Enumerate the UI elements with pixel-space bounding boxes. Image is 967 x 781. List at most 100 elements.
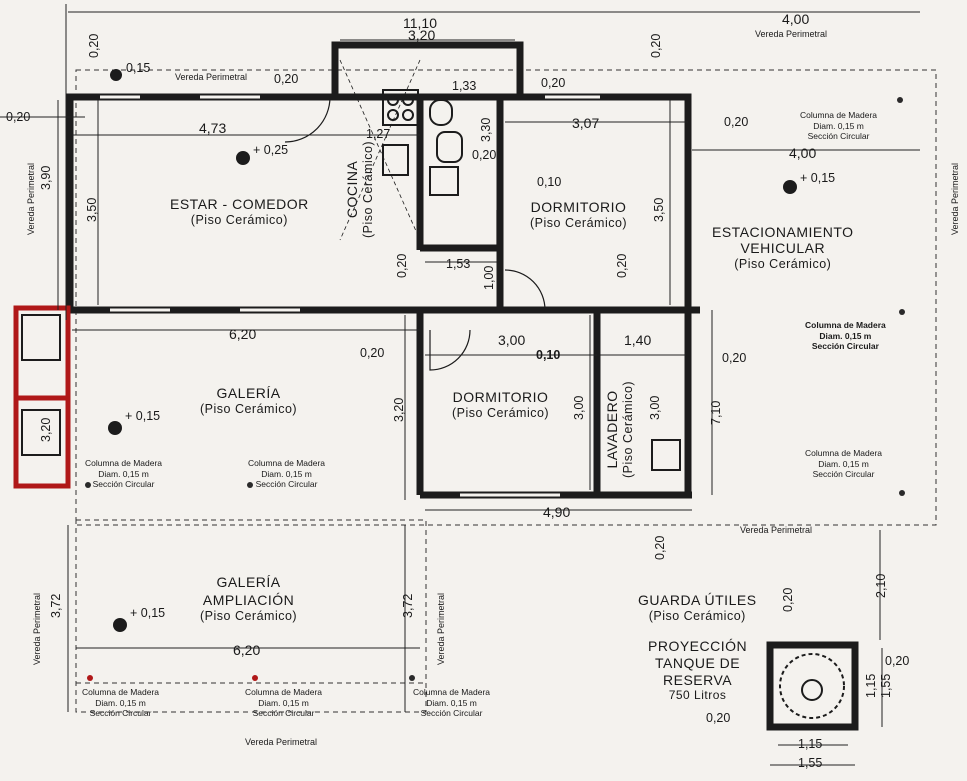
- dim-label: 3,20: [392, 397, 406, 422]
- room-floor: (Piso Cerámico): [190, 213, 288, 227]
- room-name: DORMITORIO: [452, 389, 549, 405]
- room-estacionamiento: ESTACIONAMIENTO VEHICULAR (Piso Cerámico…: [712, 225, 854, 271]
- level-label: + 0,15: [800, 171, 836, 185]
- dim-label: 1,53: [446, 257, 471, 271]
- room-name: DORMITORIO: [530, 199, 627, 215]
- vereda-label: Vereda Perimetral: [26, 162, 36, 235]
- dim-label: 3,72: [401, 593, 415, 618]
- room-guarda-utiles: GUARDA ÚTILES (Piso Cerámico): [638, 593, 757, 623]
- dim-label: 0,20: [615, 253, 629, 278]
- column-note-line: Columna de Madera: [805, 320, 886, 330]
- column-note-line: Sección Circular: [420, 708, 483, 719]
- dim-label: 0,20: [274, 72, 299, 86]
- room-floor: (Piso Cerámico): [530, 216, 628, 230]
- dim-label: 0,20: [722, 351, 747, 365]
- column-note-line: Diam. 0,15 m: [98, 468, 149, 479]
- dim-label: 6,20: [233, 642, 261, 658]
- column-note: Columna de Madera Diam. 0,15 m Sección C…: [413, 687, 490, 719]
- room-name: LAVADERO: [604, 390, 620, 469]
- column-note-line: Columna de Madera: [245, 687, 323, 697]
- column-note-line: Diam. 0,15 m: [819, 330, 872, 341]
- dim-label: 3,00: [498, 332, 526, 348]
- room-lavadero: LAVADERO (Piso Cerámico): [604, 381, 635, 478]
- dim-label: 1,33: [452, 79, 477, 93]
- level-label: 0,15: [126, 61, 151, 75]
- column-note: Columna de Madera Diam. 0,15 m Sección C…: [248, 458, 325, 490]
- dim-label: 0,20: [706, 711, 731, 725]
- column-note-line: Diam. 0,15 m: [813, 120, 864, 131]
- vereda-label: Vereda Perimetral: [175, 72, 248, 82]
- dim-label: 0,20: [6, 110, 31, 124]
- column-note-line: Columna de Madera: [85, 458, 163, 468]
- room-name: ESTAR - COMEDOR: [170, 196, 309, 212]
- column-note-line: Diam. 0,15 m: [258, 697, 309, 708]
- dim-label: 7,10: [709, 400, 723, 425]
- dimension-lines: [0, 4, 920, 766]
- column-note: Columna de Madera Diam. 0,15 m Sección C…: [805, 320, 886, 352]
- column-note-line: Sección Circular: [92, 479, 155, 490]
- column-note-line: Sección Circular: [807, 131, 870, 142]
- tanque-label: PROYECCIÓN TANQUE DE RESERVA 750 Litros: [648, 638, 747, 703]
- vereda-label: Vereda Perimetral: [436, 592, 446, 665]
- dim-label: 3,00: [648, 395, 662, 420]
- dim-label: 1,55: [798, 756, 823, 770]
- tanque-line-1: PROYECCIÓN: [648, 638, 748, 654]
- vereda-label: Vereda Perimetral: [755, 29, 828, 39]
- dim-label: 4,73: [199, 120, 227, 136]
- level-markers: [108, 69, 797, 632]
- tanque-line-2: TANQUE DE: [654, 654, 741, 671]
- vereda-outline-ampliacion: [75, 519, 427, 713]
- dim-label: 1,15: [864, 673, 878, 698]
- room-floor: (Piso Cerámico): [200, 609, 298, 623]
- dim-label: 0,20: [395, 253, 409, 278]
- dim-label: 3,50: [652, 197, 666, 222]
- room-floor: (Piso Cerámico): [361, 140, 375, 238]
- dim-label: 0,20: [781, 587, 795, 612]
- window-marks: [100, 95, 600, 497]
- dim-label: 4,90: [543, 504, 571, 520]
- room-galeria: GALERÍA (Piso Cerámico): [200, 386, 297, 416]
- room-name: GUARDA ÚTILES: [638, 592, 757, 608]
- dim-label: 0,20: [653, 535, 667, 560]
- dim-label: 0,20: [87, 33, 101, 58]
- vereda-label: Vereda Perimetral: [950, 162, 960, 235]
- dim-label: 1,15: [798, 737, 823, 751]
- red-cabinet: [13, 305, 71, 489]
- dim-label: 0,10: [536, 348, 561, 362]
- dim-label: 4,00: [782, 11, 810, 27]
- door-swings: [284, 96, 546, 371]
- column-note-line: Diam. 0,15 m: [261, 468, 312, 479]
- column-note-line: Sección Circular: [812, 469, 875, 480]
- room-galeria-ampliacion: GALERÍA AMPLIACIÓN (Piso Cerámico): [200, 575, 297, 623]
- room-estar-comedor: ESTAR - COMEDOR (Piso Cerámico): [170, 197, 309, 227]
- dim-label: 1,00: [482, 265, 496, 290]
- column-note: Columna de Madera Diam. 0,15 m Sección C…: [800, 110, 877, 142]
- room-name-2: AMPLIACIÓN: [202, 592, 295, 608]
- column-note-line: Columna de Madera: [248, 458, 326, 468]
- dim-label: 3,20: [408, 27, 436, 43]
- room-name: GALERÍA: [216, 574, 281, 590]
- column-note: Columna de Madera Diam. 0,15 m Sección C…: [805, 448, 882, 480]
- vereda-label: Vereda Perimetral: [32, 592, 42, 665]
- dim-label: 0,20: [541, 76, 566, 90]
- column-note-line: Columna de Madera: [82, 687, 160, 697]
- room-floor: (Piso Cerámico): [452, 406, 550, 420]
- room-floor: (Piso Cerámico): [734, 257, 832, 271]
- column-note-line: Columna de Madera: [805, 448, 883, 458]
- column-note-line: Sección Circular: [252, 708, 315, 719]
- column-note-line: Diam. 0,15 m: [426, 697, 477, 708]
- column-note-line: Diam. 0,15 m: [95, 697, 146, 708]
- room-name: COCINA: [344, 160, 360, 219]
- vereda-label: Vereda Perimetral: [245, 737, 318, 747]
- room-floor: (Piso Cerámico): [200, 402, 298, 416]
- lavadero-sink: [651, 439, 681, 471]
- level-label: + 0,15: [130, 606, 166, 620]
- dim-label: 3,20: [39, 417, 53, 442]
- room-name-2: VEHICULAR: [740, 240, 826, 256]
- column-note: Columna de Madera Diam. 0,15 m Sección C…: [245, 687, 322, 719]
- column-note-line: Diam. 0,15 m: [818, 458, 869, 469]
- dim-label: 1,27: [366, 127, 391, 141]
- dim-label: 1,55: [879, 673, 893, 698]
- dim-label: 0,20: [360, 346, 385, 360]
- tanque-line-3: RESERVA: [663, 671, 733, 688]
